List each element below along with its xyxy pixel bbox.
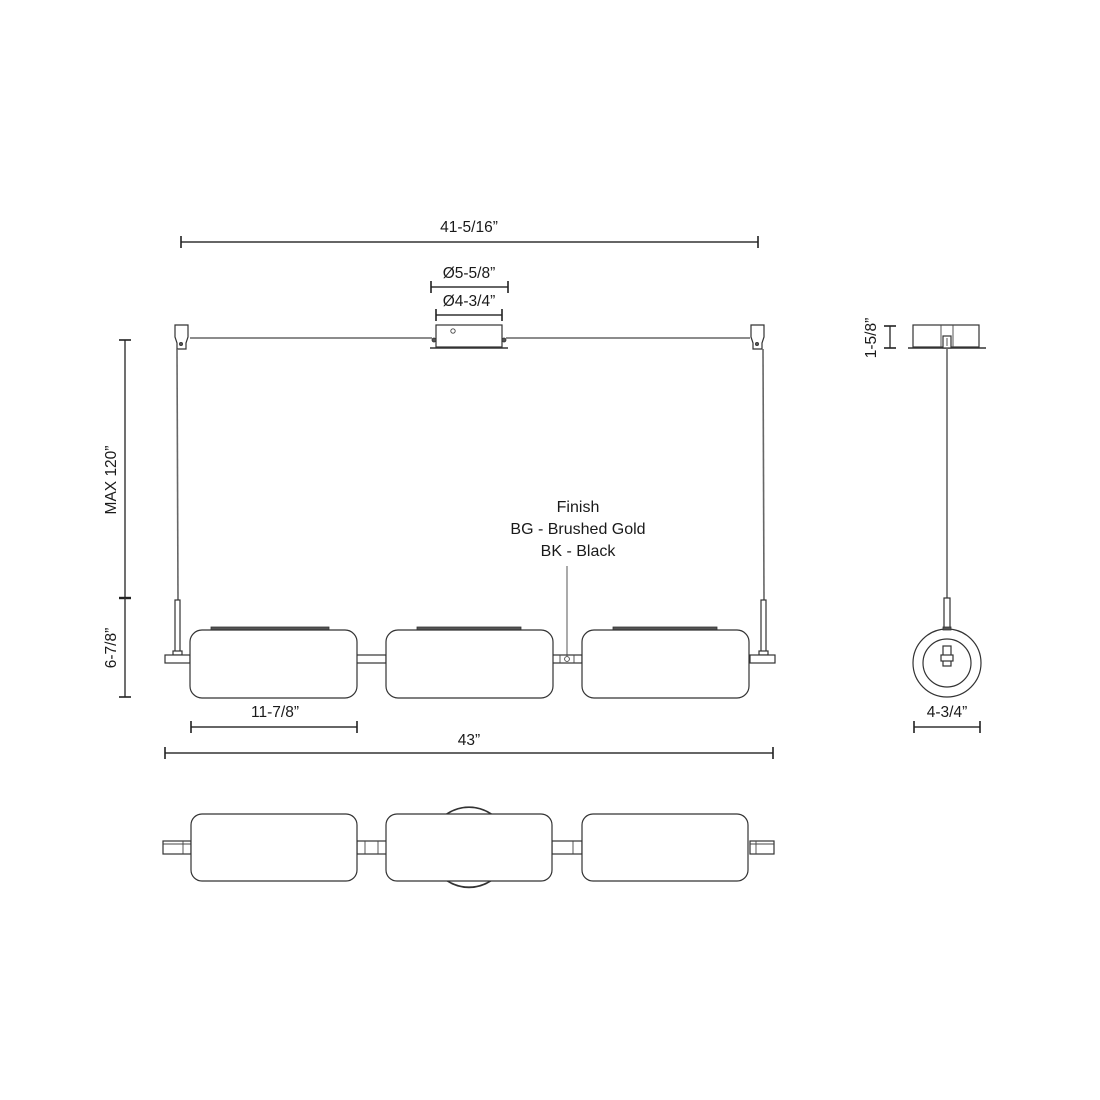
- dimension-shade-width: 11-7/8”: [190, 704, 358, 733]
- overall-length-label: 43”: [458, 732, 480, 749]
- finish-heading: Finish: [557, 499, 600, 516]
- dimension-canopy-height: 1-5/8”: [863, 318, 896, 359]
- dimension-canopy-span: 41-5/16”: [180, 219, 759, 248]
- plan-shade-3: [581, 813, 749, 882]
- finish-note: Finish BG - Brushed Gold BK - Black: [510, 499, 645, 560]
- canopy-span-label: 41-5/16”: [440, 219, 498, 236]
- suspension-cable-left: [176, 348, 179, 601]
- shade-front-1: [189, 626, 358, 699]
- shade-front-2: [385, 626, 554, 699]
- plan-shade-1: [190, 813, 358, 882]
- ceiling-anchor-right: [750, 324, 765, 350]
- plan-end-rod-right: [749, 840, 775, 855]
- dimension-fixture-height: 6-7/8”: [103, 598, 131, 698]
- canopy-inner-diameter-label: Ø4-3/4”: [443, 293, 496, 310]
- canopy-outer-diameter-label: Ø5-5/8”: [443, 265, 496, 282]
- suspension-cable-right: [762, 348, 765, 601]
- side-elevation: 1-5/8” 4-3/4”: [863, 318, 986, 733]
- canopy: [430, 324, 508, 349]
- plan-connector-2: [551, 840, 583, 855]
- end-rod-right: [749, 599, 776, 664]
- side-shade: [912, 626, 982, 698]
- plan-connector-1: [356, 840, 388, 855]
- finish-option-bk: BK - Black: [541, 543, 617, 560]
- fixture-depth-label: 4-3/4”: [927, 704, 968, 721]
- end-rod-left: [164, 599, 191, 664]
- plan-end-rod-left: [162, 840, 192, 855]
- dimension-canopy-outer: Ø5-5/8”: [430, 265, 509, 293]
- shade-front-3: [581, 626, 750, 699]
- plan-shade-2: [385, 813, 553, 882]
- dimension-fixture-depth: 4-3/4”: [913, 704, 981, 733]
- fixture-height-label: 6-7/8”: [103, 628, 120, 669]
- dimension-canopy-inner: Ø4-3/4”: [435, 293, 503, 321]
- front-elevation: 41-5/16” Ø5-5/8” Ø4-3/4”: [103, 219, 776, 759]
- side-canopy: [908, 324, 986, 349]
- top-plan-view: [162, 806, 775, 889]
- dimension-max-drop: MAX 120”: [103, 339, 131, 600]
- shade-width-label: 11-7/8”: [251, 704, 299, 721]
- finish-option-bg: BG - Brushed Gold: [510, 521, 645, 538]
- canopy-height-label: 1-5/8”: [863, 318, 880, 359]
- connector-2: [551, 654, 583, 664]
- dimension-overall-length: 43”: [164, 732, 774, 759]
- connector-1: [355, 654, 387, 664]
- ceiling-anchor-left: [174, 324, 189, 350]
- max-drop-label: MAX 120”: [103, 446, 120, 515]
